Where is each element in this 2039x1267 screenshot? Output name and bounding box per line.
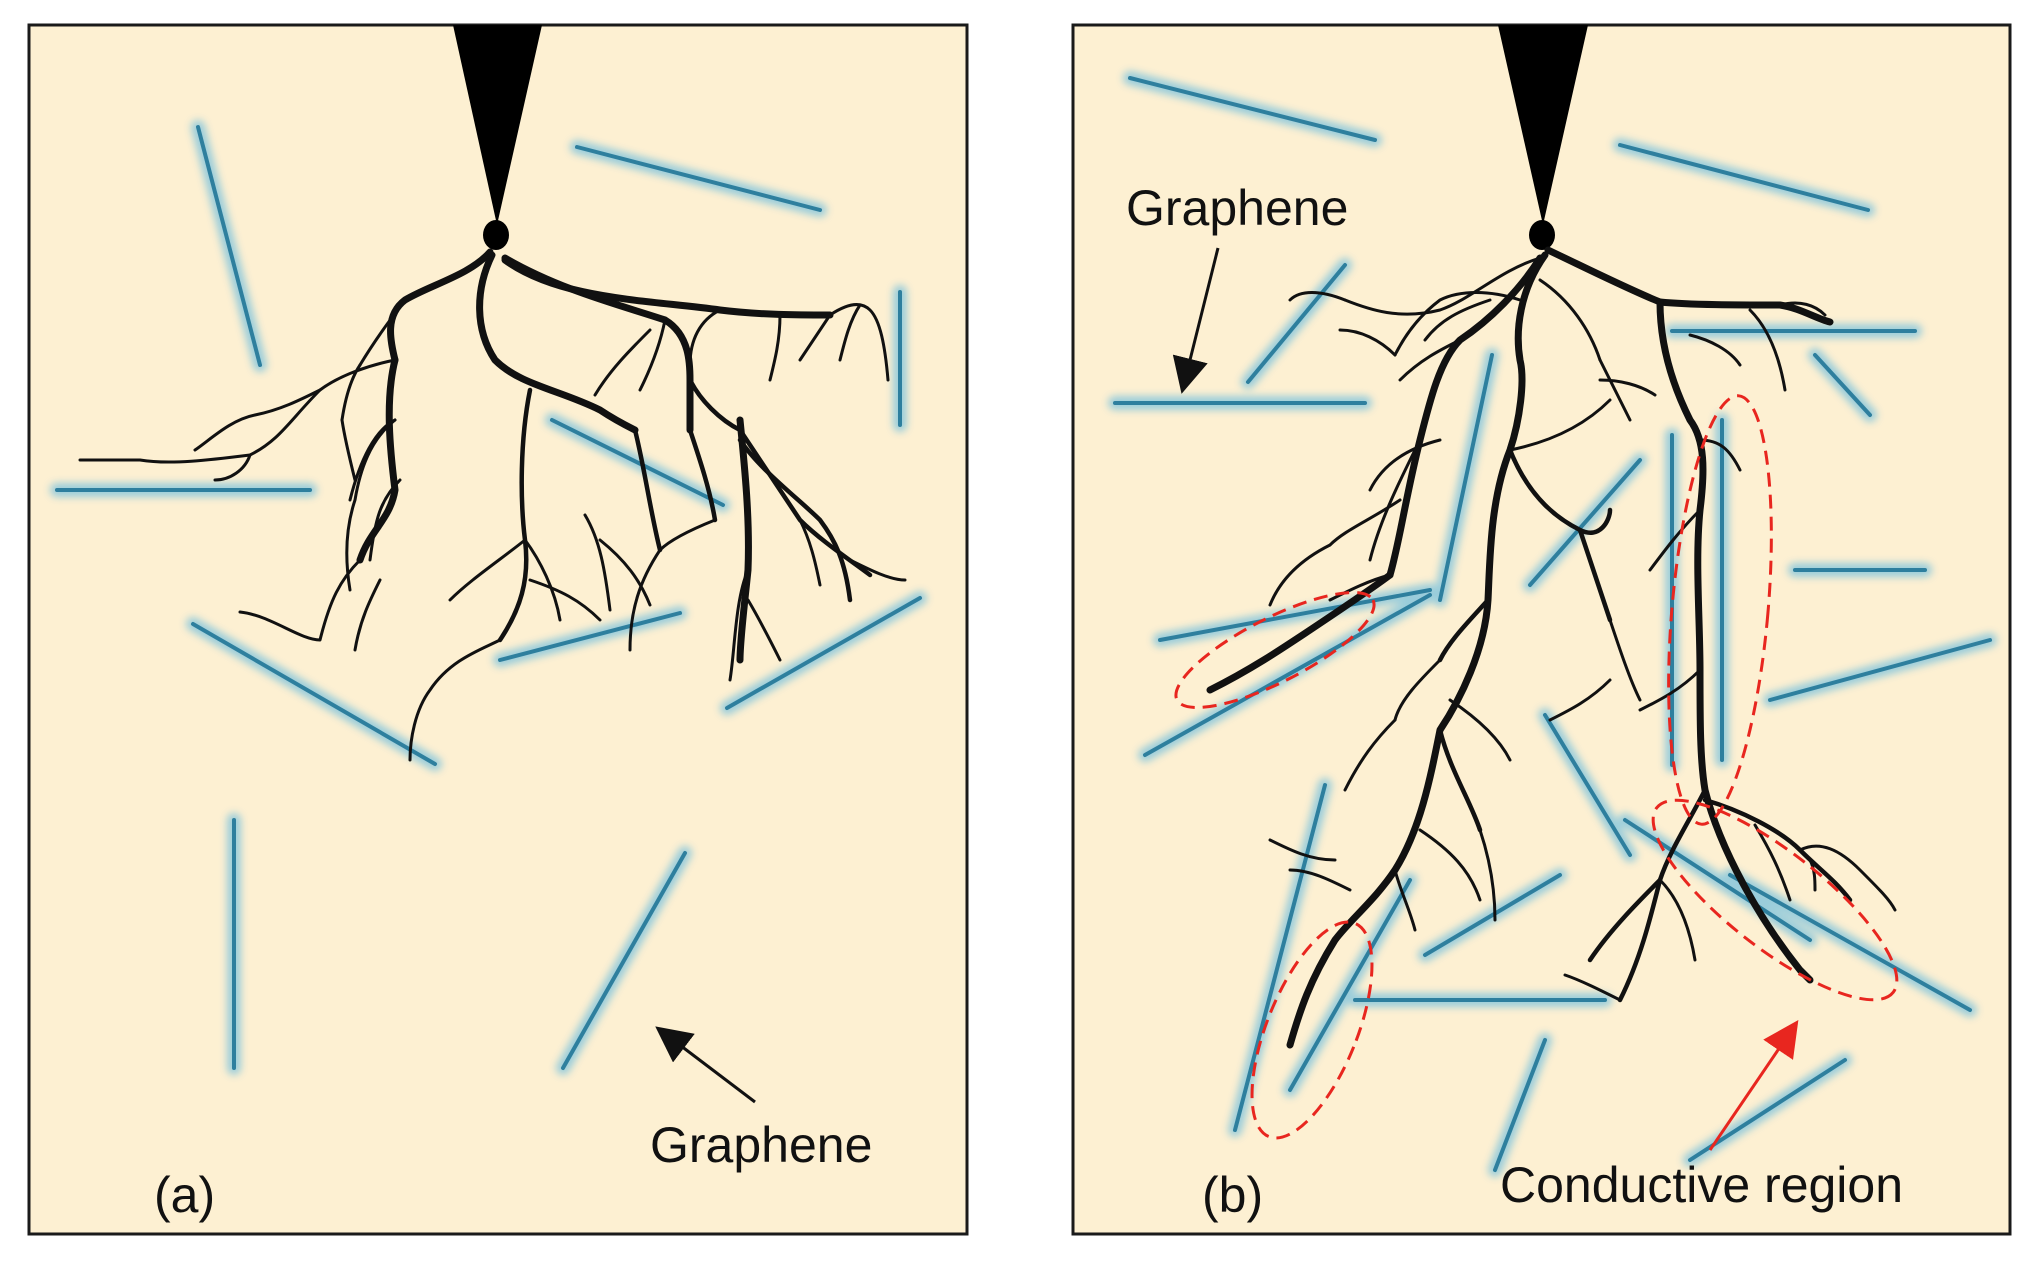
electrical-tree-b [1206,246,1897,1049]
conductive-region-ellipse-2 [1250,920,1374,1140]
conductive-region-ellipse-1 [1174,590,1376,710]
panel-a-label: (a) [154,1167,215,1223]
needle-electrode-b [1498,25,1588,225]
graphene-arrow-b [1172,247,1220,394]
conductive-region-arrow [1708,1020,1799,1151]
electrical-tree-a [78,248,907,762]
panel-a: Graphene (a) [27,23,969,1236]
graphene-label-b: Graphene [1126,180,1348,236]
conductive-region-ellipse-3 [1667,394,1773,826]
needle-electrode-a [453,25,542,225]
needle-tip-b [1529,220,1555,250]
graphene-label-a: Graphene [650,1117,872,1173]
graphene-sheets-b [1108,71,1997,1177]
panel-b-label: (b) [1202,1167,1263,1223]
conductive-region-label: Conductive region [1500,1157,1903,1213]
conductive-regions [1174,394,1899,1140]
panel-b: Graphene Conductive region (b) [1071,23,2012,1236]
graphene-sheets-a [50,120,927,1075]
conductive-region-ellipse-4 [1651,798,1899,1002]
needle-tip-a [483,220,509,250]
graphene-arrow-a [655,1026,756,1104]
